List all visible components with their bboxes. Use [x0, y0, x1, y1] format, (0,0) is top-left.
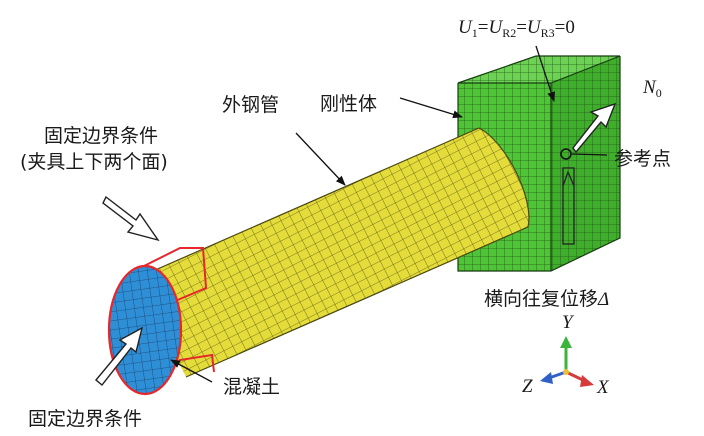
fixed-bc-bottom-label: 固定边界条件	[28, 408, 143, 430]
concrete-leader	[170, 359, 213, 383]
rigid-body-label: 刚性体	[320, 93, 378, 115]
reference-point-marker	[560, 148, 572, 160]
outer-steel-tube	[136, 127, 530, 378]
rigid-body-leader	[399, 97, 463, 119]
lateral-displacement-indicator	[562, 167, 575, 245]
fixed-bc-top-label: 固定边界条件	[44, 125, 159, 147]
fixed-bc-top-sublabel: (夹具上下两个面)	[20, 151, 168, 173]
fixed-bc-bottom-arrow	[95, 326, 144, 386]
reference-point-label: 参考点	[614, 148, 672, 170]
steel-tube-label: 外钢管	[222, 94, 280, 116]
fixed-bc-top-arrow	[102, 195, 160, 242]
steel-tube-leader	[295, 132, 346, 186]
y-axis-label: Y	[562, 312, 573, 333]
z-axis-label: Z	[522, 376, 533, 397]
concrete-label: 混凝土	[223, 376, 281, 398]
concrete-core-face	[107, 264, 183, 396]
reference-point-leader	[571, 153, 608, 156]
x-axis-label: X	[597, 377, 609, 398]
lateral-displacement-label: 横向往复位移Δ	[484, 288, 610, 310]
constraint-equation: U1=UR2=UR3=0	[458, 17, 575, 40]
coordinate-axes	[540, 336, 594, 387]
constraint-leader	[535, 45, 556, 102]
top-fixed-boundary-outline	[139, 247, 208, 305]
axial-load-label: N0	[643, 77, 662, 100]
axial-load-arrow	[572, 102, 617, 154]
